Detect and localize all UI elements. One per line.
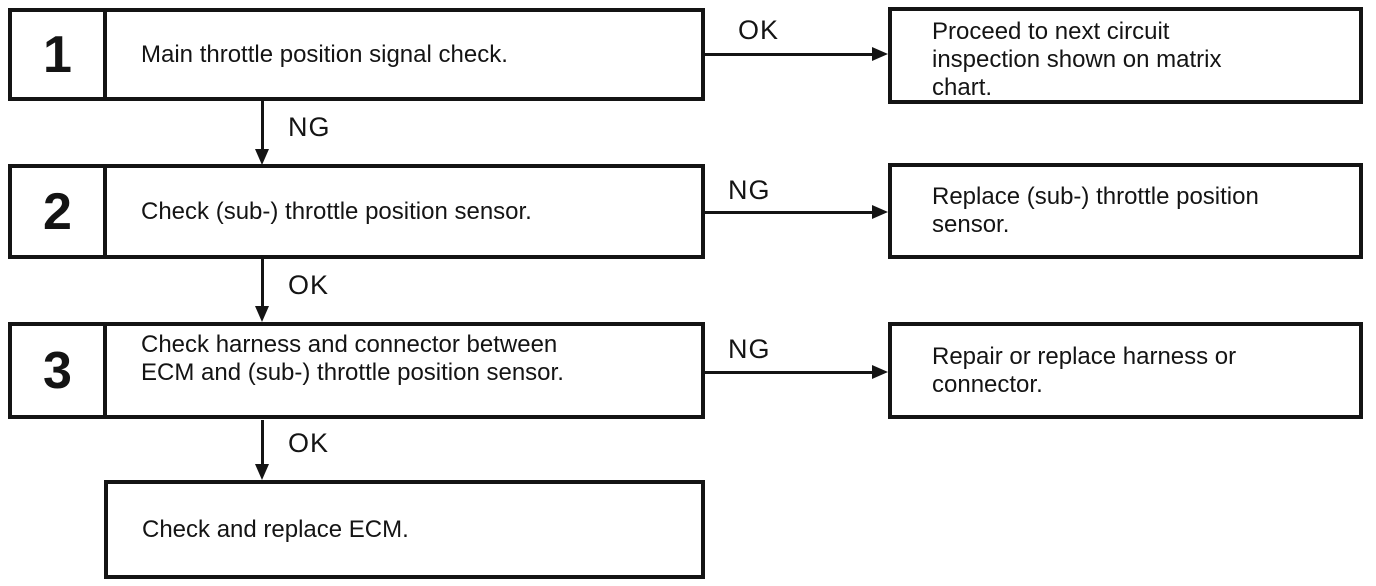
step-2-box: 2 Check (sub-) throttle position sensor. xyxy=(8,164,705,259)
step-2-label: Check (sub-) throttle position sensor. xyxy=(141,197,532,225)
step-2-down-label: OK xyxy=(288,270,330,300)
step-3-down-arrow xyxy=(255,420,269,480)
step-1-result-box: Proceed to next circuit inspection shown… xyxy=(888,7,1363,104)
step-1-number: 1 xyxy=(12,12,107,97)
final-step-label: Check and replace ECM. xyxy=(142,515,409,543)
step-2-down-arrow xyxy=(255,259,269,322)
step-1-down-label: NG xyxy=(288,112,331,142)
step-1-branch-arrow xyxy=(705,47,888,61)
final-step-box: Check and replace ECM. xyxy=(104,480,705,579)
step-3-number: 3 xyxy=(12,326,107,415)
step-3-box: 3 Check harness and connector between EC… xyxy=(8,322,705,419)
step-3-branch-label: NG xyxy=(728,334,771,364)
step-1-branch-label: OK xyxy=(738,15,780,45)
step-1-label: Main throttle position signal check. xyxy=(141,40,508,68)
step-3-branch-arrow xyxy=(705,365,888,379)
step-1-down-arrow xyxy=(255,101,269,165)
step-1-box: 1 Main throttle position signal check. xyxy=(8,8,705,101)
step-2-branch-label: NG xyxy=(728,175,771,205)
step-2-result-box: Replace (sub-) throttle position sensor. xyxy=(888,163,1363,259)
step-2-branch-arrow xyxy=(705,205,888,219)
step-3-result-box: Repair or replace harness or connector. xyxy=(888,322,1363,419)
step-3-label: Check harness and connector between ECM … xyxy=(141,331,564,386)
step-3-down-label: OK xyxy=(288,428,330,458)
step-2-number: 2 xyxy=(12,168,107,255)
